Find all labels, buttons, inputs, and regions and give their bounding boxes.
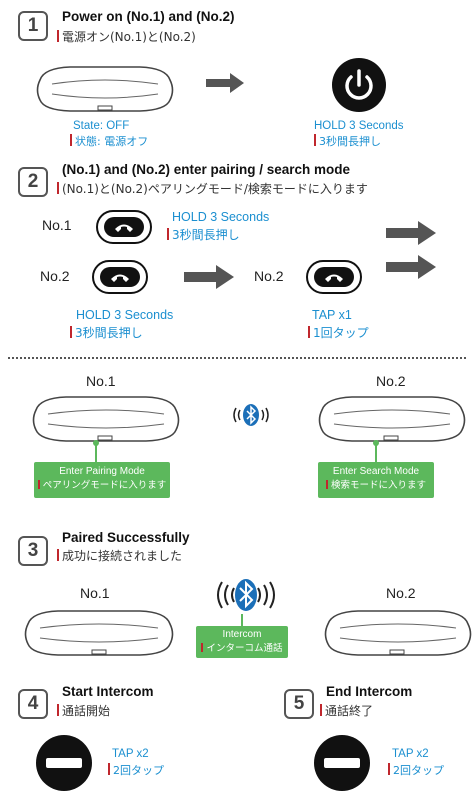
paired-no2-label: No.2 [386,585,416,601]
device-no2-label: No.2 [40,268,70,284]
phone-button-icon [115,224,133,232]
search-mode-box: Enter Search Mode 検索モードに入ります [318,462,434,498]
pairing-mode-label: Enter Pairing Mode [59,466,145,477]
step-4-title: Start Intercom [62,684,154,699]
arrow-right-icon [206,73,244,93]
step-5-tap-label: TAP x2 [392,748,429,760]
intercom-box: Intercom インターコム通話 [196,626,288,658]
phone-button-icon [325,274,343,282]
end-intercom-button[interactable] [314,735,370,791]
step-1-title: Power on (No.1) and (No.2) [62,9,235,24]
step-3-title: Paired Successfully [62,530,190,545]
step-2-title: (No.1) and (No.2) enter pairing / search… [62,162,351,177]
step-2-hold-label-2: HOLD 3 Seconds [76,308,174,322]
step-4-tap-label-jp: 2回タップ [108,762,164,778]
phone-button-icon [111,274,129,282]
intercom-label-jp: インターコム通話 [196,640,288,654]
step-4-tap-label: TAP x2 [112,748,149,760]
pointer-line [241,614,243,628]
intercom-label: Intercom [222,629,262,640]
bluetooth-icon [233,404,269,426]
device-illustration [324,610,472,656]
step-5-subtitle: 通話終了 [320,702,373,719]
arrow-right-icon [386,255,436,279]
step-2-tap-label: TAP x1 [312,308,352,322]
state-label: State: OFF [73,120,130,132]
power-icon [345,69,373,100]
device-no1-label: No.1 [42,217,72,233]
step-4-subtitle: 通話開始 [57,702,110,719]
no2-phone-button[interactable] [92,260,148,294]
pairing-mode-label-jp: ペアリングモードに入ります [34,477,170,491]
section-divider [8,357,466,359]
no2-tap-button[interactable] [306,260,362,294]
step-1-hold-label-jp: 3秒間長押し [314,133,381,149]
step-2-tap-label-jp: 1回タップ [308,324,369,341]
step-2-hold-label-2-jp: 3秒間長押し [70,324,143,341]
step-4-number: 4 [18,689,48,719]
step-2-hold-label: HOLD 3 Seconds [172,210,270,224]
step-1-hold-label: HOLD 3 Seconds [314,120,404,132]
pairing-no1-label: No.1 [86,373,116,389]
pairing-no2-label: No.2 [376,373,406,389]
device-illustration [36,66,174,112]
device-no2-right-label: No.2 [254,268,284,284]
step-1-subtitle: 電源オン(No.1)と(No.2) [57,28,196,45]
pointer-line [373,440,379,462]
pairing-mode-box: Enter Pairing Mode ペアリングモードに入ります [34,462,170,498]
search-mode-label-jp: 検索モードに入ります [318,477,434,491]
step-1-number: 1 [18,11,48,41]
step-5-tap-label-jp: 2回タップ [388,762,444,778]
arrow-right-icon [386,221,436,245]
bluetooth-icon [217,579,275,611]
step-2-subtitle: (No.1)と(No.2)ペアリングモード/検索モードに入ります [57,180,368,197]
device-illustration [32,396,180,442]
step-5-title: End Intercom [326,684,413,699]
pointer-line [93,440,99,462]
step-3-number: 3 [18,536,48,566]
search-mode-label: Enter Search Mode [332,466,420,477]
state-label-jp: 状態: 電源オフ [70,133,148,149]
start-intercom-button[interactable] [36,735,92,791]
step-2-hold-label-jp: 3秒間長押し [167,226,240,243]
step-2-number: 2 [18,167,48,197]
step-3-subtitle: 成功に接続されました [57,547,182,564]
minus-button-icon [46,758,82,768]
no1-phone-button[interactable] [96,210,152,244]
power-button[interactable] [332,58,386,112]
device-illustration [24,610,174,656]
paired-no1-label: No.1 [80,585,110,601]
arrow-right-icon [184,265,234,289]
minus-button-icon [324,758,360,768]
step-5-number: 5 [284,689,314,719]
device-illustration [318,396,466,442]
